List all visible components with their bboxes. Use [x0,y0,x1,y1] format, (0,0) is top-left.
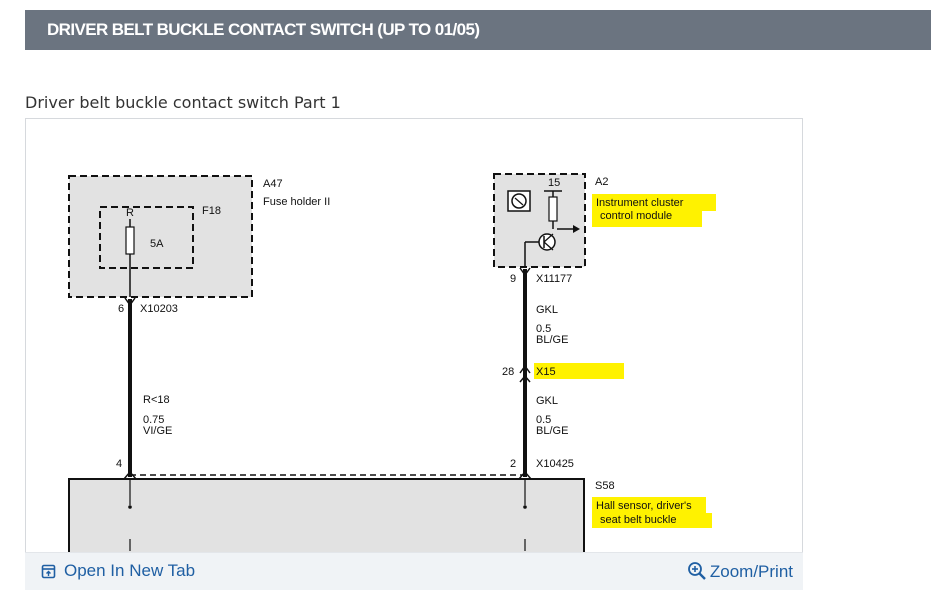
wiring-diagram: R 5A F18 A47 Fuse holder II 15 A2 Instru… [25,118,803,590]
right-upper-gauge: 0.5 [536,323,551,335]
page-title: DRIVER BELT BUCKLE CONTACT SWITCH (UP TO… [47,20,480,39]
fuse-terminal-label: R [126,207,134,219]
right-bottom-connector: X10425 [536,458,574,470]
diagram-footer: Open In New Tab Zoom/Print [25,552,803,590]
fuse-code-label: F18 [202,205,221,217]
right-lower-color: BL/GE [536,425,568,437]
open-external-icon [41,564,56,578]
right-top-pin: 9 [510,273,516,285]
open-in-new-tab-label[interactable]: Open In New Tab [64,561,196,580]
open-in-new-tab-link[interactable]: Open In New Tab [41,561,195,581]
diagram-subtitle: Driver belt buckle contact switch Part 1 [25,93,341,112]
right-lower-gauge: 0.5 [536,414,551,426]
highlight-instrument-cluster-2 [592,211,702,227]
right-mid-pin: 28 [502,366,514,378]
instrument-cluster-box [493,173,586,268]
page-header: DRIVER BELT BUCKLE CONTACT SWITCH (UP TO… [25,10,931,50]
fuse-holder-box [68,175,253,298]
zoom-print-label[interactable]: Zoom/Print [709,562,793,581]
right-upper-color: BL/GE [536,334,568,346]
right-bottom-pin: 2 [510,458,516,470]
right-upper-signal: GKL [536,304,558,316]
left-wire-color: VI/GE [143,425,172,437]
wiring-diagram-canvas: R 5A F18 A47 Fuse holder II 15 A2 Instru… [68,173,716,589]
instrument-cluster-name-2: control module [600,210,672,222]
left-bottom-pin: 4 [116,458,122,470]
zoom-print-link[interactable]: Zoom/Print [686,561,793,583]
right-mid-connector: X15 [536,366,556,378]
instrument-cluster-name-1: Instrument cluster [596,197,684,209]
highlight-hall-sensor-2 [592,513,712,528]
fuse-holder-code: A47 [263,178,283,190]
highlight-instrument-cluster [592,194,716,211]
zoom-in-icon [687,562,706,580]
left-top-pin: 6 [118,303,124,315]
fuse-symbol [125,226,135,255]
left-wire-color-code: R<18 [143,394,170,406]
hall-sensor-name-1: Hall sensor, driver's [596,500,692,512]
right-lower-signal: GKL [536,395,558,407]
hall-sensor-name-2: seat belt buckle [600,514,676,526]
right-top-connector: X11177 [536,273,572,285]
highlight-hall-sensor [592,497,706,514]
fuse-rating-label: 5A [150,238,164,250]
left-top-connector: X10203 [140,303,178,315]
left-wire-gauge: 0.75 [143,414,164,426]
cluster-terminal-label: 15 [548,177,560,189]
hall-sensor-code: S58 [595,480,615,492]
fuse-f18-box [99,206,194,269]
highlight-x15 [534,363,624,379]
fuse-holder-name: Fuse holder II [263,196,330,208]
instrument-cluster-code: A2 [595,176,608,188]
